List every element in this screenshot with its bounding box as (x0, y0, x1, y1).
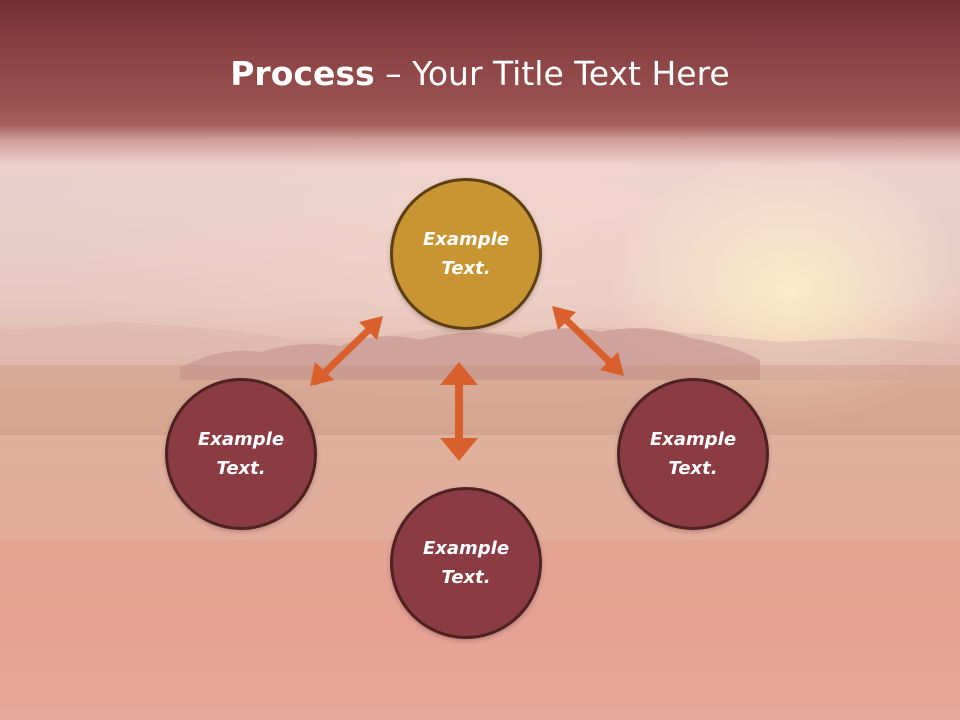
title-bold: Process (230, 54, 375, 93)
title-rest: – Your Title Text Here (374, 54, 730, 93)
node-label-line1: Example (422, 229, 510, 250)
header-band (0, 0, 960, 165)
node-label-line2: Text. (441, 258, 491, 279)
node-label-line2: Text. (216, 458, 266, 479)
node-label-line1: Example (649, 429, 737, 450)
slide-title: Process – Your Title Text Here (0, 52, 960, 96)
node-label-line2: Text. (441, 567, 491, 588)
scrub-band (0, 365, 960, 435)
arrow-top-bottom (440, 362, 478, 461)
node-label-line1: Example (422, 538, 510, 559)
node-label-line1: Example (197, 429, 285, 450)
node-label-line2: Text. (668, 458, 718, 479)
arrow-top-right (552, 306, 624, 376)
arrow-top-left (310, 316, 383, 386)
